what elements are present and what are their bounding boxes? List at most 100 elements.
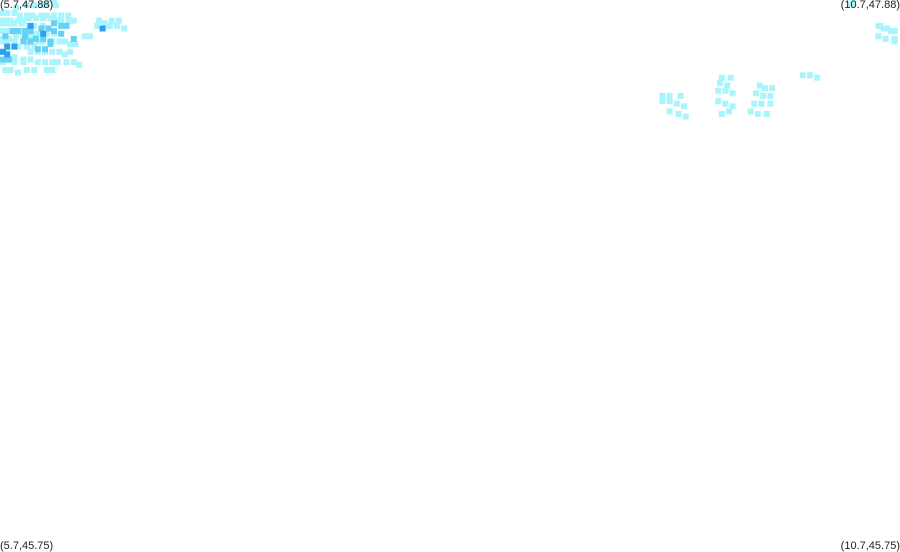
density-cell	[31, 43, 38, 50]
density-cell	[114, 22, 120, 29]
density-cell	[715, 87, 722, 94]
density-cell	[33, 30, 39, 37]
density-cell	[63, 59, 70, 66]
density-cell	[58, 12, 65, 19]
density-cell	[767, 92, 774, 99]
density-cell	[729, 103, 736, 110]
density-cell	[24, 12, 30, 19]
density-cell	[754, 111, 761, 117]
density-cell	[54, 59, 61, 66]
density-cell	[884, 25, 891, 32]
density-cell	[756, 82, 763, 89]
density-cell	[722, 100, 729, 107]
density-cell	[747, 108, 754, 115]
density-cell	[67, 48, 74, 55]
density-cell	[6, 35, 12, 42]
density-cell	[11, 43, 18, 50]
density-cell	[758, 100, 765, 107]
density-cells	[0, 0, 898, 120]
density-cell	[65, 17, 72, 24]
density-cell	[4, 43, 11, 50]
density-cell	[61, 38, 68, 45]
density-cell	[753, 90, 759, 97]
density-cell	[7, 17, 14, 24]
density-cell	[58, 22, 65, 29]
density-cell	[15, 17, 21, 24]
density-cell	[0, 56, 6, 63]
density-cell	[4, 10, 11, 16]
density-cell	[72, 41, 79, 48]
density-cell	[681, 103, 687, 110]
density-cell	[43, 30, 50, 37]
density-cell	[24, 67, 30, 73]
density-cell	[717, 79, 723, 86]
density-cell	[56, 38, 63, 45]
density-cell	[11, 59, 18, 66]
density-cell	[40, 35, 47, 42]
density-cell	[63, 22, 70, 29]
density-cell	[51, 0, 57, 6]
density-cell	[94, 22, 101, 29]
density-cell	[888, 28, 894, 35]
density-cell	[2, 17, 9, 24]
density-cell	[27, 33, 34, 40]
density-cell	[121, 25, 128, 32]
corner-label-top-right: (10.7,47.88)	[840, 0, 900, 11]
density-cell	[27, 48, 34, 55]
density-cell	[11, 10, 18, 16]
density-cell	[875, 33, 882, 40]
density-cell	[11, 54, 18, 60]
density-cell	[49, 59, 56, 66]
density-cell	[880, 25, 887, 32]
density-cell	[882, 35, 889, 42]
density-cell	[65, 12, 72, 19]
density-cell	[31, 22, 38, 29]
density-cell	[20, 38, 27, 45]
density-cell	[20, 59, 27, 66]
density-cell	[666, 92, 673, 99]
density-cell	[722, 87, 729, 94]
density-cell	[2, 33, 9, 40]
density-cell	[31, 2, 38, 9]
density-cell	[43, 0, 50, 6]
corner-label-bottom-right: (10.7,45.75)	[840, 540, 900, 552]
density-cell	[0, 10, 6, 16]
density-cell	[11, 20, 18, 27]
density-cell	[20, 17, 27, 24]
density-cell	[727, 74, 734, 81]
density-cell	[666, 98, 673, 105]
density-cell	[67, 41, 74, 48]
density-cell	[101, 20, 108, 27]
corner-label-top-left: (5.7,47.88)	[0, 0, 54, 11]
density-cell	[99, 25, 106, 32]
density-cell	[799, 72, 806, 79]
density-cell	[58, 30, 65, 37]
density-cell	[9, 28, 16, 35]
density-cell	[43, 12, 50, 19]
density-cell	[49, 48, 56, 55]
density-cell	[767, 100, 774, 107]
density-cell	[115, 17, 122, 24]
density-cell	[718, 74, 725, 81]
density-cell	[58, 17, 65, 24]
density-cell	[715, 98, 722, 105]
density-cell	[0, 48, 6, 55]
density-cell	[659, 92, 666, 99]
density-cell	[42, 59, 48, 66]
density-cell	[29, 12, 36, 19]
density-cell	[33, 15, 39, 22]
density-cell	[33, 35, 39, 42]
density-cell	[814, 74, 821, 81]
density-cell	[4, 51, 11, 58]
density-cell	[22, 33, 29, 40]
density-cell	[47, 41, 54, 48]
density-cell	[769, 85, 776, 92]
density-cell	[726, 108, 732, 115]
density-cell	[43, 67, 50, 73]
density-cell	[38, 25, 45, 32]
density-cell	[27, 22, 34, 29]
density-cell	[16, 12, 23, 19]
density-cell	[24, 2, 30, 9]
